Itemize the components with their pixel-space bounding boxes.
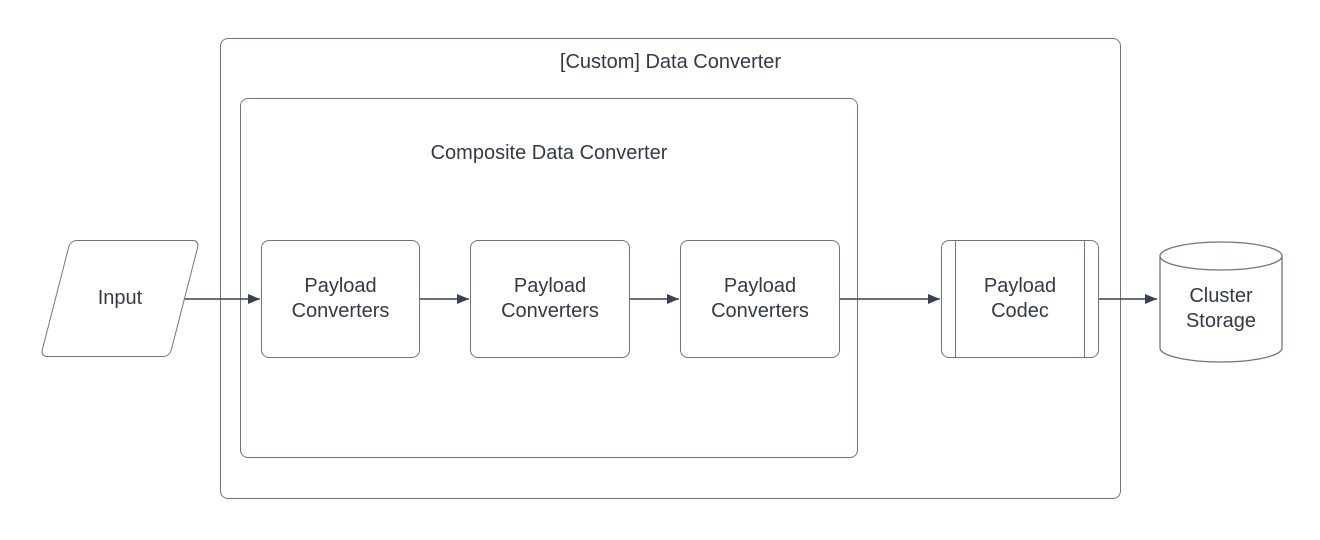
node-input-label: Input: [97, 287, 143, 309]
inner-container-title: Composite Data Converter: [430, 142, 668, 164]
node-input: Input: [40, 240, 200, 357]
node-payload-codec-label: Payload Codec: [983, 275, 1057, 322]
node-payload-converters-3-label: Payload Converters: [711, 275, 809, 322]
node-cluster-storage: Cluster Storage: [1160, 284, 1282, 334]
node-payload-converters-1: Payload Converters: [261, 240, 420, 358]
node-payload-converters-2: Payload Converters: [470, 240, 630, 358]
codec-right-bar: [1084, 241, 1085, 357]
custom-data-converter-container: [220, 38, 1121, 499]
node-payload-converters-2-label: Payload Converters: [501, 275, 599, 322]
node-cluster-storage-label: Cluster Storage: [1185, 285, 1257, 332]
outer-container-title: [Custom] Data Converter: [559, 51, 782, 73]
node-payload-converters-1-label: Payload Converters: [291, 275, 390, 322]
node-payload-converters-3: Payload Converters: [680, 240, 840, 358]
codec-left-bar: [955, 241, 956, 357]
node-payload-codec: Payload Codec: [941, 240, 1099, 358]
composite-data-converter-container: [240, 98, 858, 458]
cluster-storage-cylinder-shape: [1159, 241, 1283, 363]
